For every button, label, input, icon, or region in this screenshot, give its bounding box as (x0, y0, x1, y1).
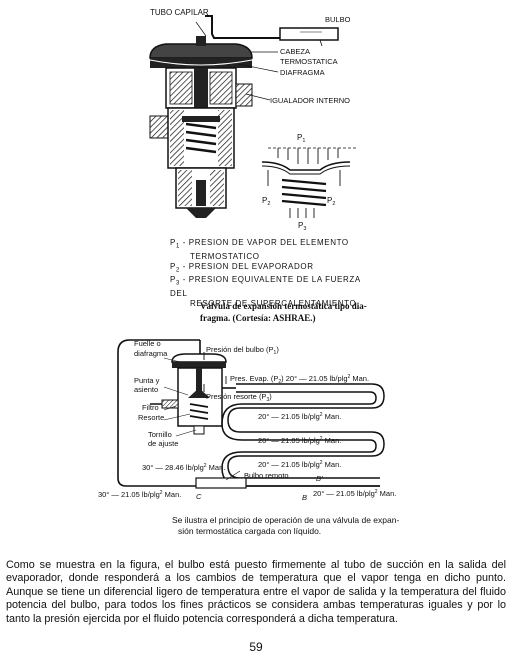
figure1-caption-line2: fragma. (Cortesía: ASHRAE.) (200, 313, 316, 323)
label-presion-bulbo: Presión del bulbo (P1) (206, 345, 279, 356)
label-diafragma2: diafragma (134, 349, 168, 358)
label-bottom-left: 30° — 21.05 lb/plg2 Man. (98, 490, 181, 499)
figure2-caption-line1: Se ilustra el principio de operación de … (172, 515, 400, 525)
figure1-legend: P1 - PRESION DE VAPOR DEL ELEMENTO TERMO… (170, 238, 370, 309)
label-point-b: B (302, 493, 307, 502)
valve-spring-icon (189, 403, 209, 420)
label-cabeza: CABEZA (280, 47, 310, 56)
thermostatic-head (149, 43, 253, 59)
figure-valve-diagram: TUBO CAPILAR BULBO CABEZA TERMOSTATICA D… (149, 8, 356, 232)
figure-liquid-charged-valve: Fuelle o diafragma Presión del bulbo (P1… (98, 339, 396, 502)
label-punta: Punta y (134, 376, 160, 385)
label-p3: P3 (298, 221, 306, 232)
label-bulbo-remoto: Bulbo remoto (244, 471, 289, 480)
page-number: 59 (249, 640, 263, 654)
figure2-caption: Se ilustra el principio de operación de … (172, 515, 402, 537)
inset-spring-icon (281, 178, 327, 207)
figure2-caption-line2: sión termostática cargada con líquido. (178, 526, 322, 536)
label-p2-right: P2 (327, 196, 335, 207)
spring-icon (185, 122, 217, 154)
label-de-ajuste: de ajuste (148, 439, 178, 448)
capillary-loop (117, 339, 200, 487)
diaphragm-band (150, 58, 252, 68)
label-fuelle: Fuelle o (134, 339, 161, 348)
valve-head (171, 353, 227, 363)
label-filtro: Filtro (142, 403, 159, 412)
label-pres-evap: Pres. Evap. (P2) 20° — 21.05 lb/plg2 Man… (230, 374, 369, 385)
label-resorte: Resorte (138, 413, 164, 422)
label-tubo-capilar: TUBO CAPILAR (150, 8, 209, 17)
label-termostatica: TERMOSTATICA (280, 57, 338, 66)
legend-line-5: RESORTE DE SUPERCALENTAMIENTO (190, 298, 357, 308)
legend-line-3: P2 - PRESION DEL EVAPORADOR (170, 261, 314, 274)
figure1-caption: Válvula de expansión termostática tipo d… (200, 300, 380, 324)
label-p2-left: P2 (262, 196, 270, 207)
pressure-inset (261, 147, 356, 218)
label-tornillo: Tornillo (148, 430, 172, 439)
legend-line-1: P1 - PRESION DE VAPOR DEL ELEMENTO (170, 238, 349, 250)
body-paragraph: Como se muestra en la figura, el bulbo e… (6, 559, 506, 625)
label-left-value: 30° — 28.46 lb/plg2 Man. (142, 463, 225, 472)
figure1-caption-line1: Válvula de expansión termostática tipo d… (200, 301, 367, 311)
label-presion-resorte: Presión resorte (P3) (206, 392, 272, 403)
label-diafragma: DIAFRAGMA (280, 68, 325, 77)
label-row1: 20° — 21.05 lb/plg2 Man. (258, 412, 341, 421)
label-point-b2: B' (316, 474, 323, 483)
label-asiento: asiento (134, 385, 158, 394)
label-bottom-right: 20° — 21.05 lb/plg2 Man. (313, 489, 396, 498)
bulb-shape (279, 27, 339, 41)
legend-line-4: P3 - PRESION EQUIVALENTE DE LA FUERZA DE… (170, 275, 361, 298)
pressure-arrows (203, 352, 227, 392)
label-igualador: IGUALADOR INTERNO (270, 96, 350, 105)
legend-line-2: TERMOSTATICO (190, 251, 260, 261)
capillary-tube (205, 15, 280, 39)
label-bulbo: BULBO (325, 15, 351, 24)
label-point-c: C (196, 492, 202, 501)
label-row3: 20° — 21.05 lb/plg2 Man. (258, 460, 341, 469)
remote-bulb (195, 477, 247, 489)
label-p1: P1 (297, 133, 305, 144)
needle-seat-icon (188, 388, 210, 398)
label-row2: 20° — 21.05 lb/plg2 Man. (258, 436, 341, 445)
